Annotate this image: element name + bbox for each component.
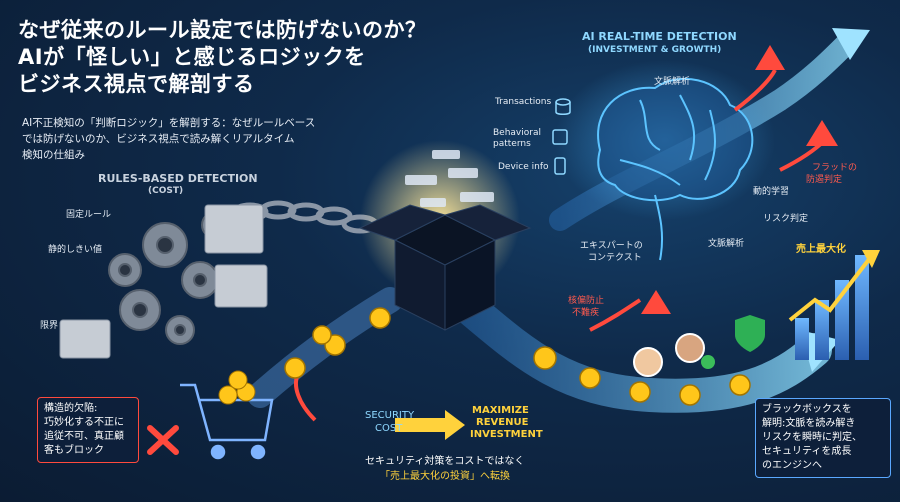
subtitle-line2: では防げないのか、ビジネス視点で読み解くリアルタイム [22,133,295,145]
customer-avatars [633,333,715,377]
page-title-line2: AIが「怪しい」と感じるロジックを [18,45,366,69]
shift-to-1: MAXIMIZE [472,405,529,416]
explain-line1: ブラックボックスを [762,404,852,415]
flaw-line2: 巧妙化する不正に [44,417,124,428]
upper-arrow-head [832,28,870,60]
shift-caption-1: セキュリティ対策をコストではなく [365,456,525,467]
fraud-block-2: 不難疾 [572,308,600,318]
ai-label-expert-1: エキスパートの [580,241,643,251]
explain-line3: リスクを瞬時に判定、 [762,432,862,443]
subtitle-line1: AI不正検知の「判断ロジック」を解剖する：なぜルールベース [22,117,316,129]
page-title-line1: なぜ従来のルール設定では防げないのか？ [18,18,427,42]
rules-subheading: (COST) [148,186,184,196]
shift-from-2: COST [375,423,403,434]
growth-arrow [788,256,872,322]
ai-input-behavioral: Behavioral patterns [493,128,541,149]
warning-triangles [641,45,838,314]
explain-line2: 解明:文脈を読み解き [762,418,856,429]
flaw-line3: 追従不可、真正顧 [44,431,124,442]
ai-subheading: (INVESTMENT & GROWTH) [588,45,722,55]
ai-label-context-1: 文脈解析 [654,77,691,87]
data-stream [443,283,832,413]
shift-from-1: SECURITY [365,410,415,421]
coins [284,307,751,406]
shift-to-2: REVENUE [476,417,529,428]
shopping-cart [180,383,274,460]
subtitle-line3: 検知の仕組み [22,149,85,161]
rules-label-limit: 限界 [40,321,59,331]
shift-to-3: INVESTMENT [470,429,543,440]
flaw-line1: 構造的欠陥: [44,403,98,414]
rule-windows [59,204,268,359]
black-box [358,204,532,331]
ai-label-expert-2: コンテクスト [588,253,642,263]
ai-input-device: Device info [498,162,549,172]
ai-heading: AI REAL-TIME DETECTION [582,30,737,43]
fraud-label-2: 防遏判定 [806,175,843,185]
gears [108,211,229,345]
fraud-label-1: フラッドの [812,163,858,173]
cart-coins [218,370,256,405]
shield-check-icon [735,315,765,352]
fraud-block-1: 核偏防止 [568,296,605,306]
explain-line4: セキュリティを成長 [762,446,852,457]
page-title-line3: ビジネス視点で解剖する [18,72,255,96]
input-icons [552,98,571,175]
ai-label-learning: 動的学習 [753,187,790,197]
ai-label-context-2: 文脈解析 [708,239,745,249]
rules-heading: RULES-BASED DETECTION [98,172,258,185]
explain-line5: のエンジンへ [762,460,822,471]
growth-label: 売上最大化 [796,244,846,255]
blackbox-explained-box: ブラックボックスを 解明:文脈を読み解き リスクを瞬時に判定、 セキュリティを成… [755,398,891,478]
shift-arrow [395,410,465,440]
floating-cards [405,150,494,207]
rules-label-fixed: 固定ルール [66,210,112,220]
block-x-icon [147,425,179,455]
flaw-line4: 客もブロック [44,445,104,456]
growth-bars [795,255,869,360]
ai-input-transactions: Transactions [495,97,552,107]
rules-label-threshold: 静的しきい値 [48,245,103,255]
shift-caption-2: 「売上最大化の投資」へ転換 [380,471,510,482]
ai-brain [597,78,754,261]
structural-flaw-box: 構造的欠陥: 巧妙化する不正に 追従不可、真正顧 客もブロック [37,397,139,463]
ai-label-risk: リスク判定 [763,214,809,224]
